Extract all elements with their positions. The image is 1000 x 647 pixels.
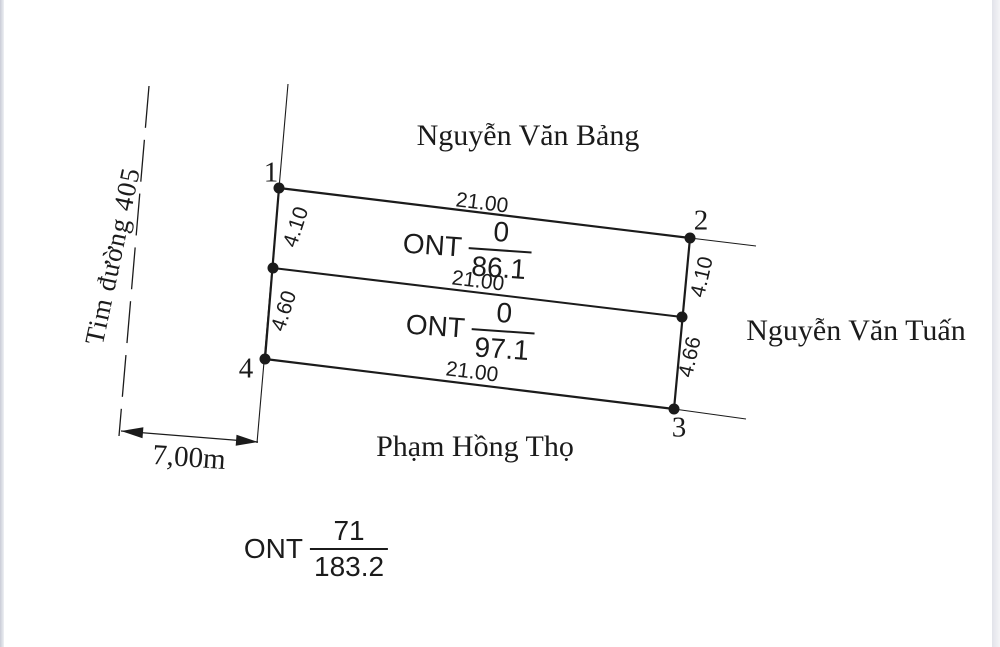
corner-dot-1 [273,182,285,194]
right-boundary-edge [672,237,692,410]
arrowhead-left-icon [121,427,144,439]
top-boundary-edge [278,186,691,240]
corner-label-1: 1 [263,156,279,189]
lot-area-fraction: 0 97.1 [469,296,537,366]
road-centerline [118,85,150,437]
corner-dot-2 [684,232,696,244]
parcel-divider-edge [272,267,683,318]
corner-label-2: 2 [693,204,709,237]
area-text: 183.2 [310,548,389,581]
parcel-label-183: ONT 71 183.2 [243,515,389,581]
lot-area-fraction: 0 86.1 [466,215,534,285]
left-edge-shadow [0,0,4,647]
bottom-boundary-edge [264,357,675,411]
road-width-dimension-line [120,430,259,443]
mid-dot-right [676,311,688,323]
lot-area-fraction: 71 183.2 [310,515,389,581]
arrowhead-right-icon [235,434,258,446]
left-boundary-edge [263,187,281,360]
lot-number-text: 0 [492,215,511,248]
top-edge-extension-line [689,237,757,247]
area-text: 86.1 [466,247,532,285]
lot-number-text: 71 [333,515,365,546]
mid-dot-left [267,262,279,274]
parcel-label-97: ONT 0 97.1 [404,293,537,366]
land-type-text: ONT [243,533,304,564]
corner-label-4: 4 [238,352,254,385]
neighbor-name-bottom: Phạm Hồng Thọ [376,430,574,463]
lot-number-text: 0 [495,296,514,329]
neighbor-name-right: Nguyễn Văn Tuấn [746,314,966,347]
right-edge-shadow [992,0,1000,647]
corner-dot-4 [259,353,271,365]
area-text: 97.1 [469,328,535,366]
neighbor-name-top: Nguyễn Văn Bảng [416,119,640,152]
land-type-text: ONT [401,227,463,263]
corner-dot-3 [668,403,680,415]
land-type-text: ONT [404,308,466,344]
bottom-edge-extension-line [673,408,747,420]
road-width-label: 7,00m [151,438,227,477]
corner-label-3: 3 [671,411,687,444]
parcel-label-86: ONT 0 86.1 [401,212,534,285]
